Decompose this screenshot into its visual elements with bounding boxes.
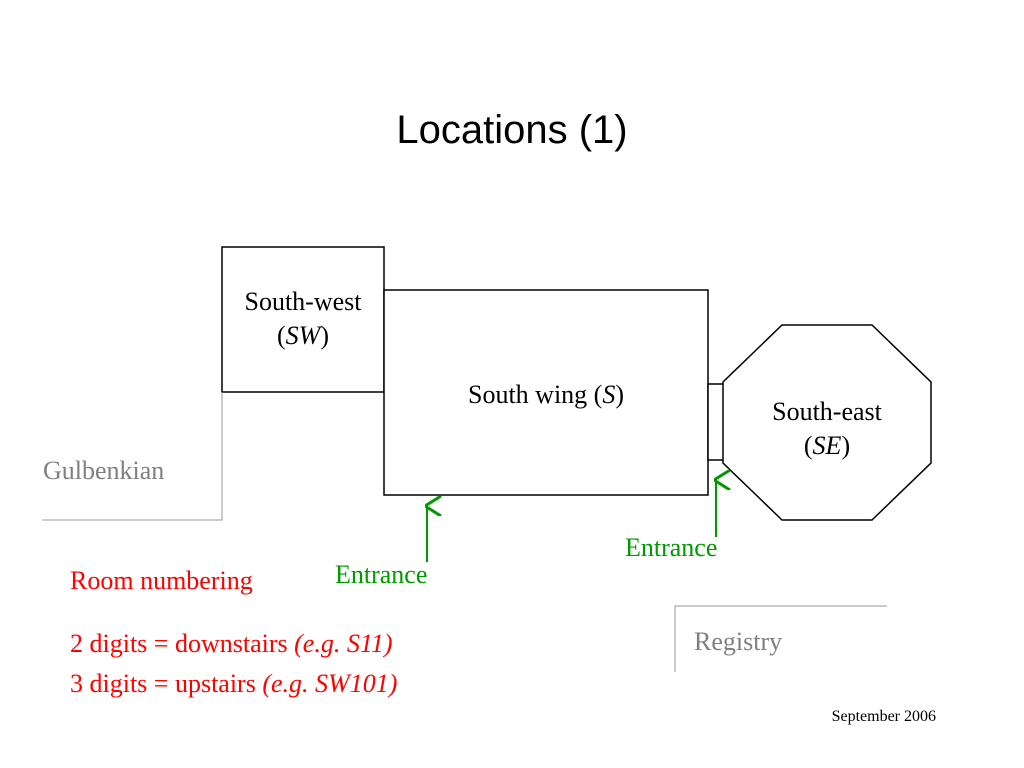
room-numbering-rule-upstairs: 3 digits = upstairs (e.g. SW101) (70, 666, 397, 702)
rule-upstairs-example: (e.g. SW101) (262, 669, 398, 698)
entrance-label-left: Entrance (335, 560, 428, 589)
south-wing-name: South wing (467, 380, 588, 409)
south-east-name: South-east (772, 397, 882, 426)
rule-downstairs-example: (e.g. S11) (294, 629, 393, 658)
south-east-building (722, 324, 932, 521)
south-west-name: South-west (244, 287, 362, 316)
south-wing-building (383, 289, 709, 496)
gulbenkian-outline (42, 392, 223, 521)
registry-outline (674, 605, 887, 672)
room-numbering-rule-downstairs: 2 digits = downstairs (e.g. S11) (70, 626, 393, 662)
entrance-label-right: Entrance (625, 533, 718, 562)
page-title: Locations (1) (396, 108, 628, 152)
south-west-building (221, 246, 385, 393)
south-wing-label: South wing (S) (467, 380, 625, 409)
gulbenkian-label: Gulbenkian (43, 456, 165, 485)
registry-label: Registry (694, 627, 783, 656)
south-east-code: SE (812, 431, 842, 460)
south-east-label: South-east (SE) (772, 397, 882, 460)
south-west-code: SW (285, 321, 321, 350)
rule-upstairs-text: 3 digits = upstairs (70, 669, 256, 698)
rule-downstairs-text: 2 digits = downstairs (70, 629, 288, 658)
south-west-label: South-west (SW) (244, 287, 362, 350)
room-numbering-heading: Room numbering (70, 566, 253, 595)
footer-date: September 2006 (831, 708, 936, 725)
south-wing-code: S (602, 380, 616, 409)
